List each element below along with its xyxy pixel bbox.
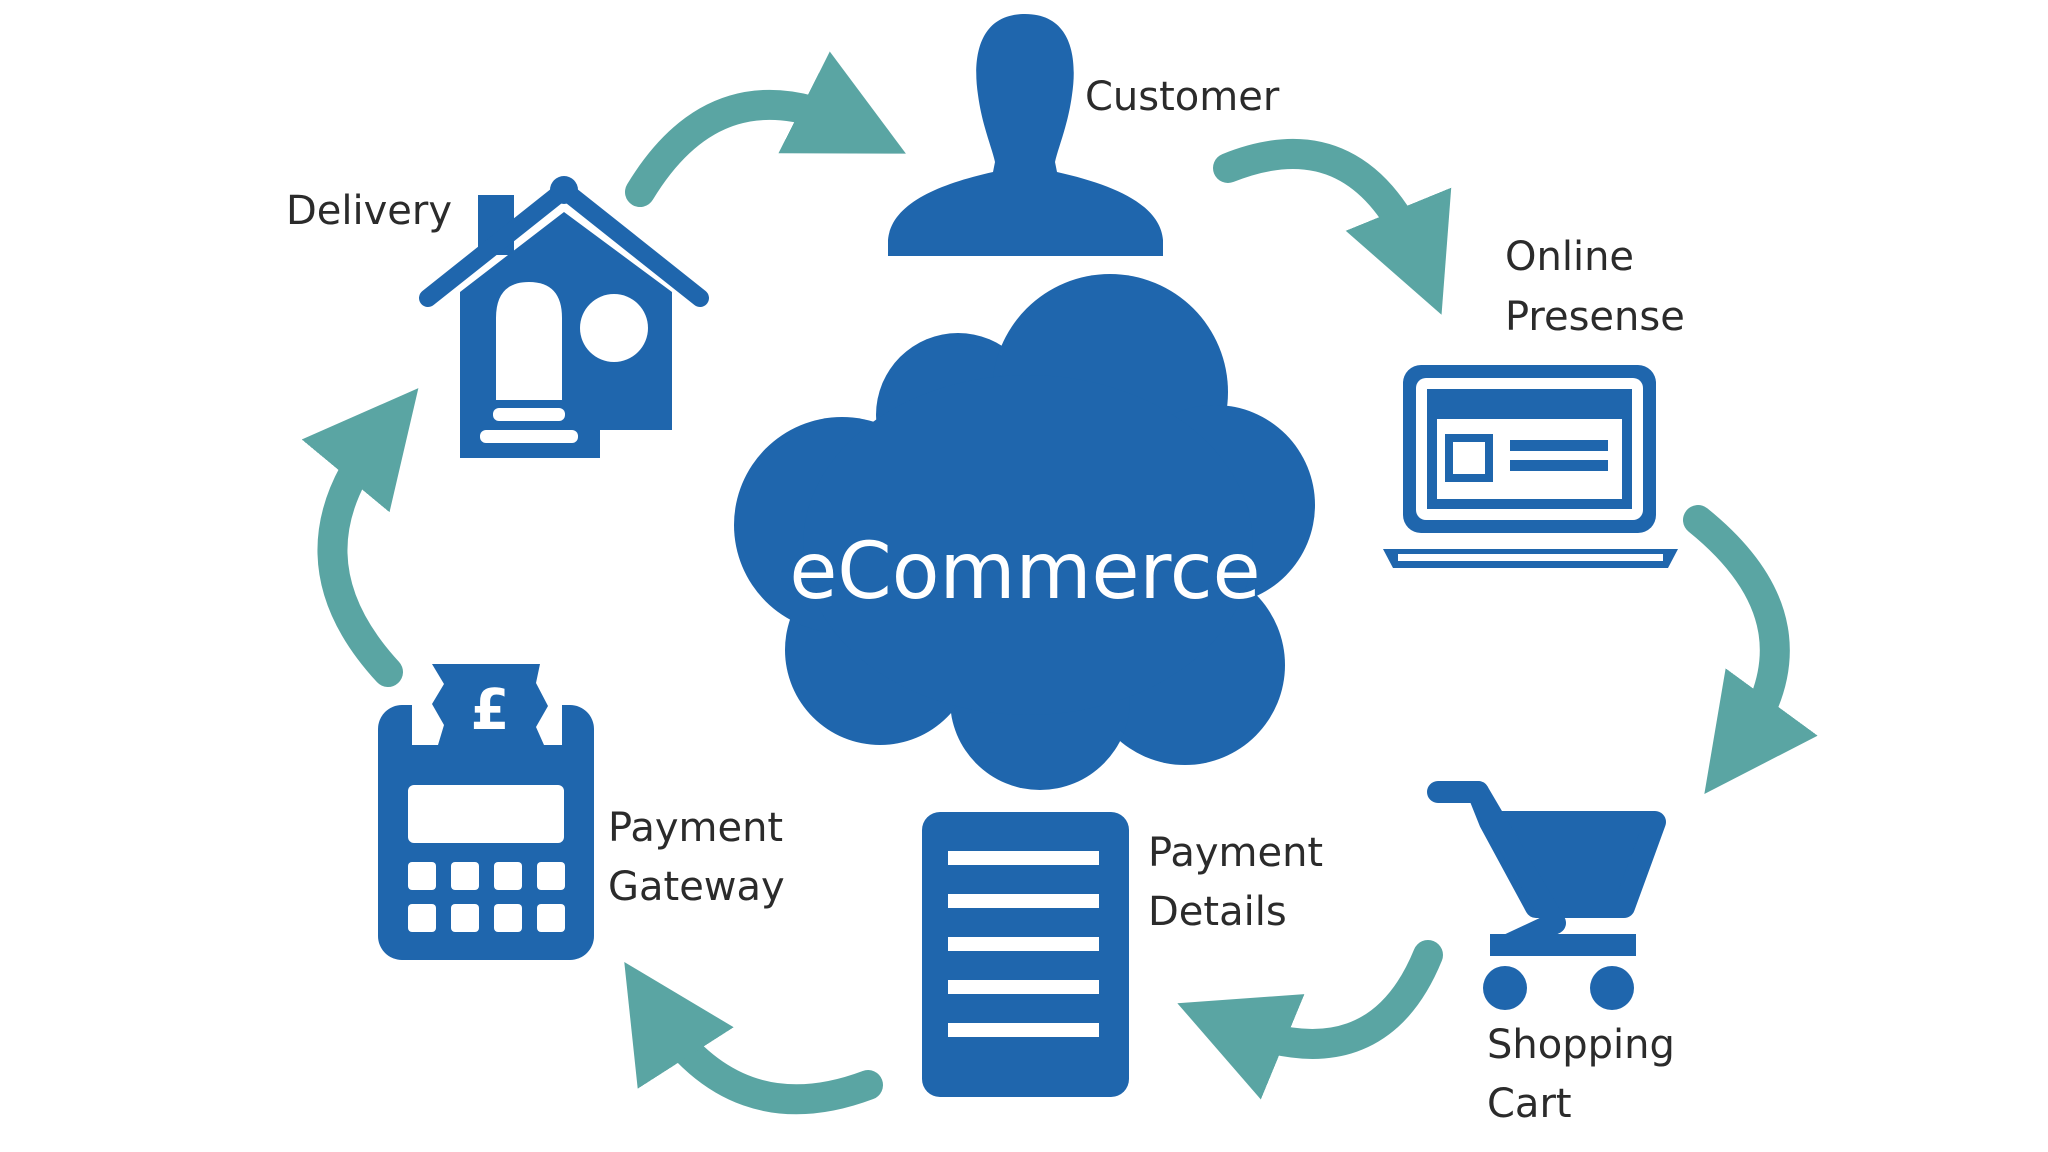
step-payment-details: Payment Details — [922, 812, 1323, 1097]
person-icon — [888, 14, 1163, 256]
step-online-presense-label-line2: Presense — [1505, 294, 1685, 340]
laptop-icon — [1383, 365, 1678, 568]
arrow-details-to-gateway — [624, 962, 883, 1115]
document-icon — [922, 812, 1129, 1097]
arrow-online-to-cart — [1683, 505, 1818, 795]
step-delivery: Delivery — [286, 176, 709, 458]
shopping-cart-icon — [1427, 781, 1666, 1010]
step-online-presense-label-line1: Online — [1505, 234, 1634, 280]
house-icon — [419, 176, 709, 458]
arrow-customer-to-online — [1213, 139, 1452, 315]
step-shopping-cart-label-line2: Cart — [1487, 1081, 1572, 1127]
step-payment-details-label-line2: Details — [1148, 889, 1287, 935]
step-payment-gateway-label-line2: Gateway — [608, 864, 785, 910]
cycle-arrows — [301, 51, 1818, 1115]
step-payment-gateway: £ Payment Gateway — [378, 664, 785, 960]
step-payment-details-label-line1: Payment — [1148, 830, 1323, 876]
arrow-cart-to-details — [1177, 940, 1443, 1100]
step-customer: Customer — [888, 14, 1280, 256]
payment-terminal-icon: £ — [378, 664, 594, 960]
step-payment-gateway-label-line1: Payment — [608, 805, 783, 851]
center-label: eCommerce — [789, 527, 1260, 617]
step-online-presense: Online Presense — [1383, 234, 1685, 568]
step-customer-label: Customer — [1085, 74, 1280, 120]
step-delivery-label: Delivery — [286, 188, 452, 234]
cloud-icon — [734, 274, 1315, 790]
step-shopping-cart-label-line1: Shopping — [1487, 1022, 1675, 1068]
currency-symbol: £ — [471, 678, 510, 743]
center-cloud: eCommerce — [734, 274, 1315, 790]
arrow-delivery-to-customer — [625, 51, 906, 207]
arrow-gateway-to-delivery — [301, 388, 419, 687]
step-shopping-cart: Shopping Cart — [1427, 781, 1675, 1127]
